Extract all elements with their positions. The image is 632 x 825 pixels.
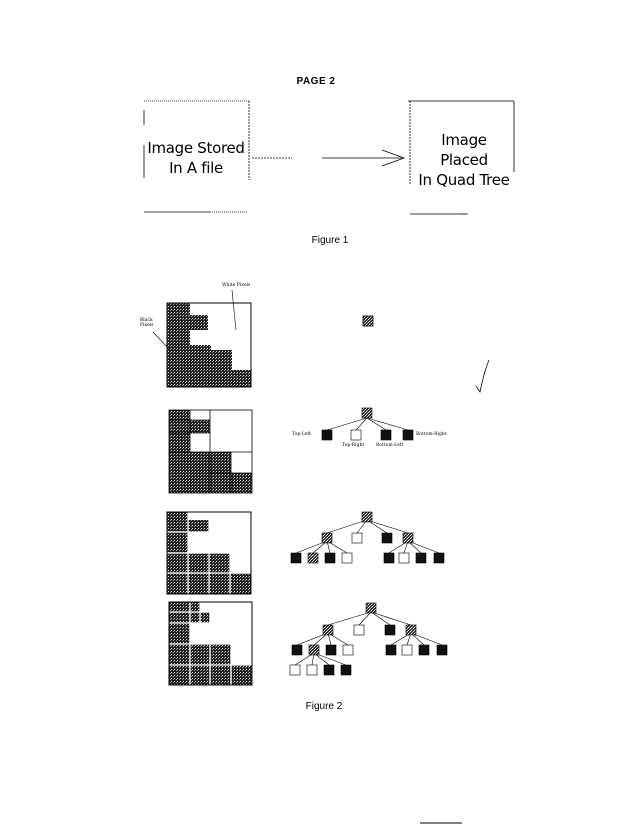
figure-1-caption: Figure 1 bbox=[311, 235, 349, 246]
top-right-label: Top-Right bbox=[342, 443, 365, 448]
page-label: PAGE 2 bbox=[296, 76, 336, 87]
figure-1-left-box bbox=[143, 100, 250, 213]
quadtree-image-3 bbox=[166, 511, 252, 595]
left-box-line-2: In A file bbox=[169, 159, 223, 177]
figure-1-arrow bbox=[252, 149, 406, 167]
quadtree-tree-4 bbox=[289, 602, 448, 676]
left-box-line-1: Image Stored bbox=[147, 139, 245, 157]
quadtree-image-2 bbox=[168, 409, 253, 494]
quadtree-tree-2 bbox=[321, 407, 414, 441]
right-box-line-3: In Quad Tree bbox=[418, 171, 510, 189]
black-pixels-annotation: Black Pixels bbox=[140, 318, 154, 328]
quadtree-tree-3 bbox=[290, 511, 445, 564]
left-box-text: Image Stored In A file bbox=[140, 138, 252, 178]
bottom-left-label: Bottom-Left bbox=[376, 443, 404, 448]
right-box-line-1: Image bbox=[441, 131, 487, 149]
figure-2-caption: Figure 2 bbox=[305, 701, 343, 712]
bottom-right-label: Bottom-Right bbox=[416, 432, 447, 437]
quadtree-root-node bbox=[362, 315, 374, 327]
handwritten-check-mark bbox=[475, 359, 490, 394]
white-pixels-annotation: White Pixels bbox=[222, 283, 251, 288]
figure-1-right-box bbox=[408, 100, 515, 215]
quadtree-image-1 bbox=[152, 289, 252, 388]
right-box-text: Image Placed In Quad Tree bbox=[408, 130, 520, 190]
top-left-label: Top-Left bbox=[292, 432, 311, 437]
right-box-line-2: Placed bbox=[440, 151, 488, 169]
quadtree-image-4 bbox=[168, 601, 253, 686]
